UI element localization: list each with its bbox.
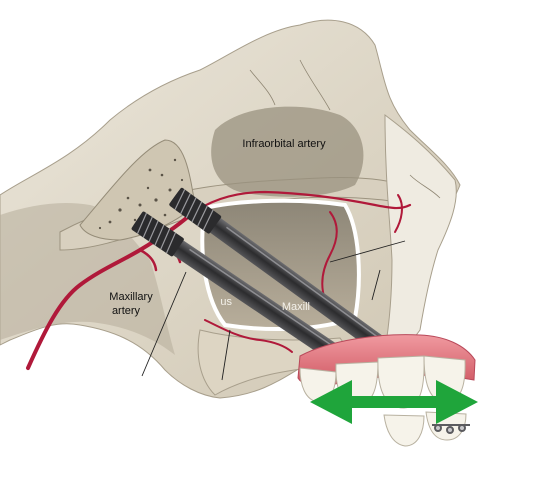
tooth xyxy=(383,414,425,447)
leader-lines xyxy=(141,240,406,381)
anterior-artery-branch xyxy=(394,194,403,233)
skull xyxy=(0,19,461,399)
infraorbital-artery-path xyxy=(188,190,412,217)
zygomatic-implant-icon xyxy=(169,187,390,355)
zygomatic-implant-icon xyxy=(131,211,349,367)
suture-line xyxy=(249,59,441,199)
orbit xyxy=(211,106,364,197)
label-maxillary-sinus-prefix: Maxill xyxy=(282,301,310,313)
label-infraorbital-artery: Infraorbital artery xyxy=(242,138,326,150)
double-headed-arrow-icon xyxy=(310,380,478,424)
label-maxillary-artery-line1: Maxillary xyxy=(109,291,153,303)
alveolar-artery-branch xyxy=(204,319,293,353)
label-maxillary-sinus-suffix: us xyxy=(220,296,232,308)
nasal-region xyxy=(384,113,457,351)
sinus-artery-branch xyxy=(321,211,338,301)
denture-bar xyxy=(432,424,470,434)
label-maxillary-artery-line2: artery xyxy=(112,305,141,317)
implants xyxy=(131,187,390,367)
